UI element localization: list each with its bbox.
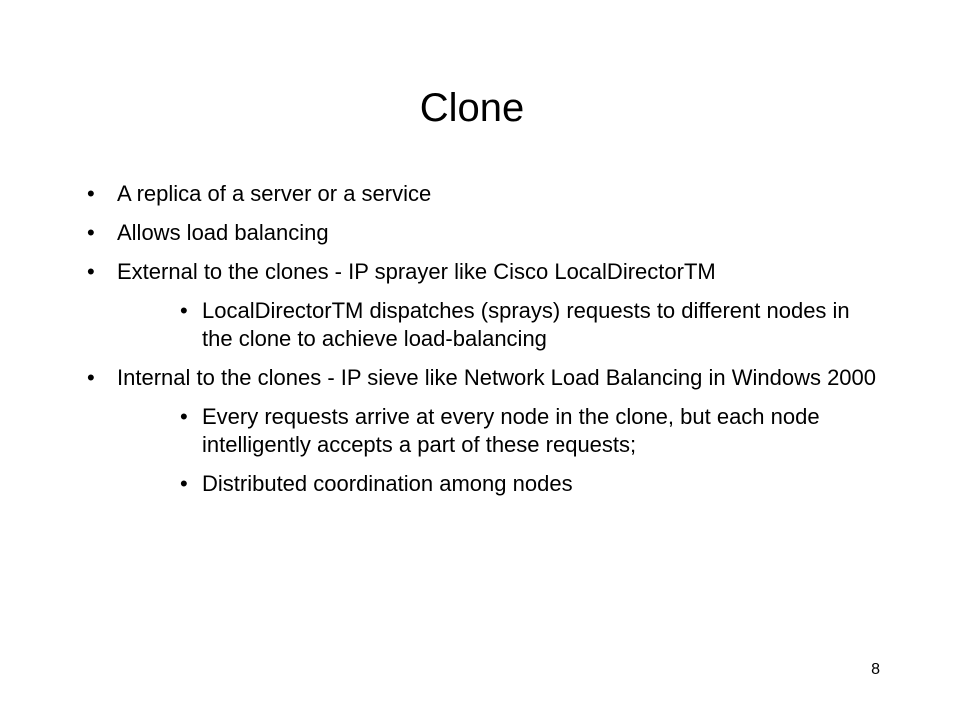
bullet-item: • Internal to the clones - IP sieve like… [87, 364, 877, 392]
bullet-marker: • [87, 365, 95, 390]
sub-bullet-item: • Distributed coordination among nodes [180, 470, 862, 498]
bullet-marker: • [180, 298, 188, 323]
slide-title: Clone [419, 86, 525, 130]
bullet-text: Every requests arrive at every node in t… [202, 404, 820, 457]
bullet-marker: • [87, 259, 95, 284]
bullet-marker: • [180, 471, 188, 496]
bullet-text: A replica of a server or a service [117, 181, 432, 206]
sub-bullet-item: • LocalDirectorTM dispatches (sprays) re… [180, 297, 862, 353]
bullet-text: Distributed coordination among nodes [202, 471, 573, 496]
bullet-item: • External to the clones - IP sprayer li… [87, 258, 877, 286]
bullet-marker: • [87, 220, 95, 245]
bullet-marker: • [87, 181, 95, 206]
page-number: 8 [871, 661, 880, 678]
sub-bullet-item: • Every requests arrive at every node in… [180, 403, 862, 459]
bullet-list: • A replica of a server or a service • A… [0, 180, 960, 509]
bullet-item: • A replica of a server or a service [87, 180, 877, 208]
bullet-text: LocalDirectorTM dispatches (sprays) requ… [202, 298, 850, 351]
bullet-text: Allows load balancing [117, 220, 329, 245]
bullet-marker: • [180, 404, 188, 429]
bullet-text: External to the clones - IP sprayer like… [117, 259, 716, 284]
bullet-item: • Allows load balancing [87, 219, 877, 247]
bullet-text: Internal to the clones - IP sieve like N… [117, 365, 877, 390]
